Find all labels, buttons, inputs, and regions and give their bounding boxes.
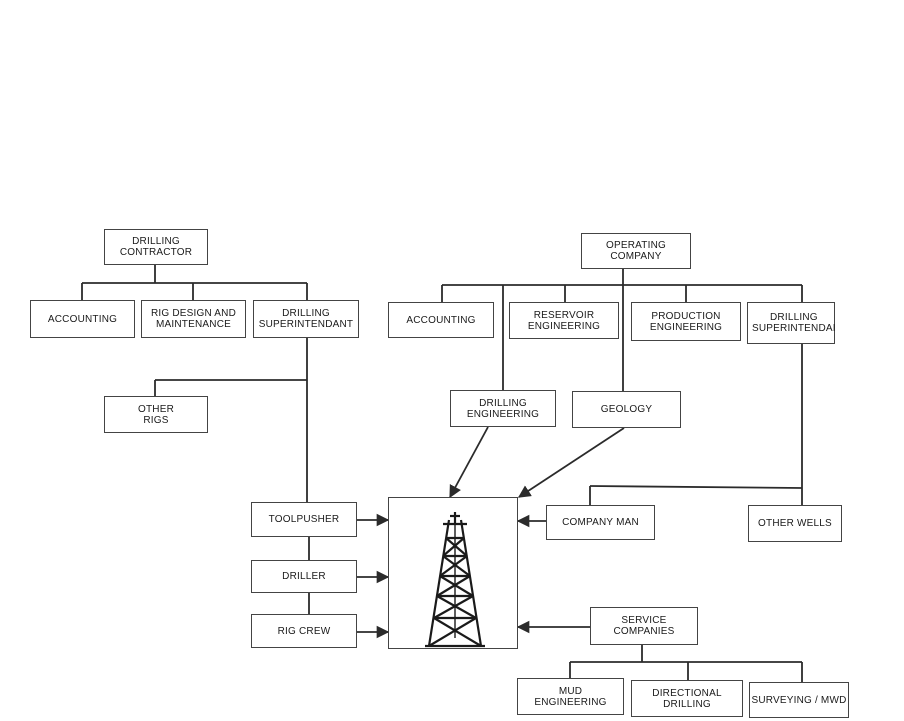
service-companies-box: SERVICE COMPANIES bbox=[590, 607, 698, 645]
operator-superintendant-box: DRILLING SUPERINTENDAI bbox=[747, 302, 836, 344]
directional-drilling-box: DIRECTIONAL DRILLING bbox=[631, 680, 743, 717]
other-rigs-box: OTHER RIGS bbox=[104, 396, 208, 433]
surveying-mwd-box: SURVEYING / MWD bbox=[749, 682, 849, 718]
drilling-contractor-box: DRILLING CONTRACTOR bbox=[104, 229, 208, 265]
drilling-rig-derrick-icon bbox=[425, 512, 485, 648]
mud-engineering-box: MUD ENGINEERING bbox=[517, 678, 624, 715]
geology-box: GEOLOGY bbox=[572, 391, 681, 428]
drilling-engineering-box: DRILLING ENGINEERING bbox=[450, 390, 556, 427]
operating-company-box: OPERATING COMPANY bbox=[581, 233, 691, 269]
contractor-superintendant-box: DRILLING SUPERINTENDANT bbox=[253, 300, 359, 338]
operator-accounting-box: ACCOUNTING bbox=[388, 302, 494, 338]
toolpusher-box: TOOLPUSHER bbox=[251, 502, 357, 537]
driller-box: DRILLER bbox=[251, 560, 357, 593]
other-wells-box: OTHER WELLS bbox=[748, 505, 842, 542]
rig-box bbox=[388, 497, 518, 649]
reservoir-engineering-box: RESERVOIR ENGINEERING bbox=[509, 302, 619, 339]
contractor-accounting-box: ACCOUNTING bbox=[30, 300, 135, 338]
production-engineering-box: PRODUCTION ENGINEERING bbox=[631, 302, 741, 341]
company-man-box: COMPANY MAN bbox=[546, 505, 655, 540]
rig-design-maintenance-box: RIG DESIGN AND MAINTENANCE bbox=[141, 300, 246, 338]
rig-crew-box: RIG CREW bbox=[251, 614, 357, 648]
